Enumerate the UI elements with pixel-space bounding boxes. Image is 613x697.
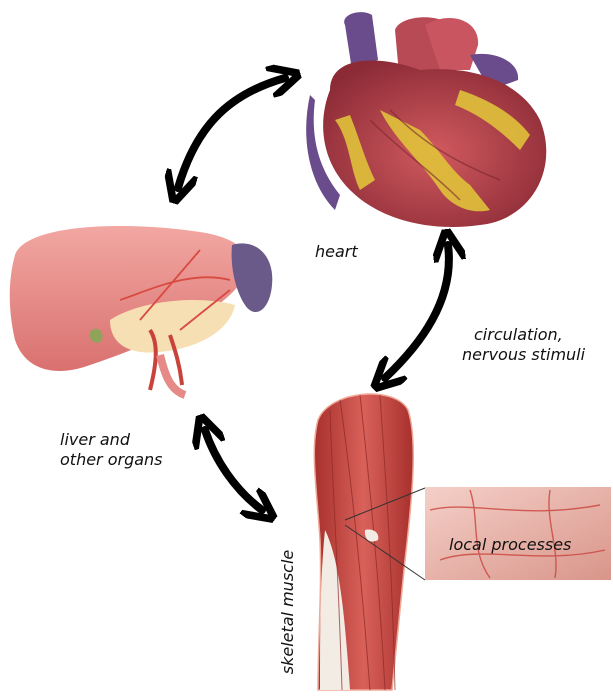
circulation-label-line1: circulation,: [462, 325, 610, 345]
skeletal-muscle-label: skeletal muscle: [278, 532, 298, 692]
circulation-label-line2: nervous stimuli: [462, 345, 610, 365]
arrow-liver-muscle: [205, 430, 262, 510]
local-processes-label: local processes: [449, 535, 571, 555]
liver-label: liver and other organs: [60, 430, 163, 470]
liver-label-line1: liver and: [60, 430, 163, 450]
heart-label: heart: [315, 242, 358, 262]
heart-illustration: [306, 12, 546, 227]
circulation-label: circulation, nervous stimuli: [462, 325, 610, 365]
liver-illustration: [10, 226, 273, 395]
skeletal-muscle-illustration: [314, 394, 425, 690]
local-tissue-inset: [425, 487, 611, 580]
arrow-heart-muscle: [385, 245, 449, 378]
arrow-liver-heart: [178, 78, 285, 188]
liver-label-line2: other organs: [60, 450, 163, 470]
